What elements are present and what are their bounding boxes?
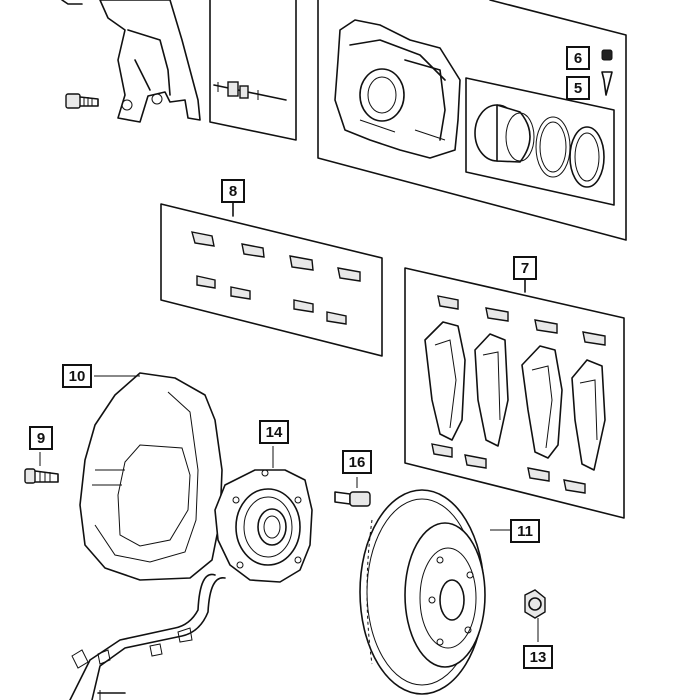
splash-shield — [79, 372, 223, 581]
callout-6: 6 — [566, 46, 590, 70]
callout-16: 16 — [342, 450, 372, 474]
guide-pin-kit — [209, 0, 297, 141]
callout-14: 14 — [259, 420, 289, 444]
wheel-speed-sensor — [69, 573, 226, 700]
callout-7: 7 — [513, 256, 537, 280]
hub-bolt — [334, 477, 371, 507]
caliper-panel — [317, 0, 627, 241]
brake-pad-panel — [404, 267, 625, 519]
callout-9: 9 — [29, 426, 53, 450]
callout-11: 11 — [510, 519, 540, 543]
hub-bearing — [214, 446, 313, 583]
bracket-bolt — [65, 93, 99, 109]
small-bolt-top — [61, 0, 83, 5]
shield-bolt — [24, 452, 59, 484]
callout-13: 13 — [523, 645, 553, 669]
brake-rotor — [359, 489, 510, 695]
clip-kit-panel — [160, 202, 383, 357]
callout-8: 8 — [221, 179, 245, 203]
hub-nut — [524, 589, 546, 642]
callout-10: 10 — [62, 364, 92, 388]
caliper-bracket — [99, 0, 201, 123]
callout-5: 5 — [566, 76, 590, 100]
